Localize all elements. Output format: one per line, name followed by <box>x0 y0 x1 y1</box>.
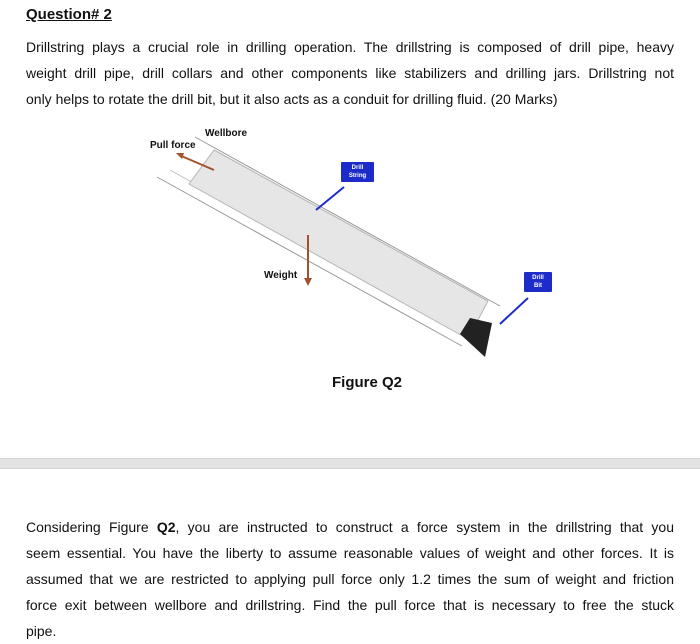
marks-label: (20 Marks) <box>490 91 558 107</box>
drill-bit-tag-line2: Bit <box>534 283 542 289</box>
figure-q2: Wellbore Pull force Weight Drill String … <box>0 120 700 410</box>
question-title: Question# 2 <box>26 6 112 23</box>
task-paragraph: Considering Figure Q2, you are instructe… <box>26 514 674 644</box>
task-line-4: force exit between wellbore and drillstr… <box>26 597 674 613</box>
wellbore-upper-wall <box>194 136 501 307</box>
intro-line-3-row: only helps to rotate the drill bit, but … <box>26 86 674 112</box>
pull-force-arrow <box>178 154 215 171</box>
wellbore-lower-wall <box>156 176 463 347</box>
intro-line-1: Drillstring plays a crucial role in dril… <box>26 39 674 55</box>
weight-label: Weight <box>264 270 298 281</box>
pull-force-arrowhead <box>176 153 184 159</box>
pull-force-label: Pull force <box>150 140 196 151</box>
drill-string-pointer <box>315 186 345 211</box>
task-line-1-pre: Considering Figure <box>26 519 157 535</box>
drill-pipe-body <box>188 149 489 340</box>
wellbore-label: Wellbore <box>205 128 248 139</box>
drill-string-tag-line1: Drill <box>351 165 364 171</box>
task-line-3: assumed that we are restricted to applyi… <box>26 571 674 587</box>
figure-caption: Figure Q2 <box>332 374 403 391</box>
drill-bit-shape <box>460 318 492 357</box>
task-line-1-ref: Q2 <box>156 519 176 535</box>
intro-paragraph: Drillstring plays a crucial role in dril… <box>26 34 674 112</box>
drill-string-tag: Drill String <box>341 162 374 182</box>
intro-line-2: weight drill pipe, drill collars and oth… <box>26 65 674 81</box>
task-line-5: pipe. <box>26 623 57 639</box>
task-line-1: Considering Figure Q2, you are instructe… <box>26 514 674 540</box>
weight-arrowhead <box>304 278 312 286</box>
task-line-2: seem essential. You have the liberty to … <box>26 545 674 561</box>
drill-bit-pointer <box>499 297 529 325</box>
intro-line-3: only helps to rotate the drill bit, but … <box>26 91 487 107</box>
task-line-1-post: , you are instructed to construct a forc… <box>175 519 674 535</box>
drill-string-tag-line2: String <box>348 173 367 179</box>
drill-bit-tag-line1: Drill <box>532 275 544 281</box>
section-divider <box>0 458 700 469</box>
wellbore-diagram <box>156 136 529 357</box>
drill-bit-tag: Drill Bit <box>524 272 552 292</box>
